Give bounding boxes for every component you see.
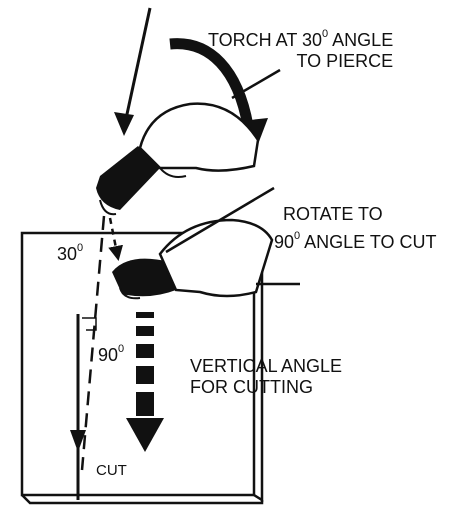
vertical-angle-label: VERTICAL ANGLE FOR CUTTING: [190, 356, 343, 397]
rotate-to-90-label: ROTATE TO: [283, 204, 383, 224]
approach-arrow: [114, 7, 152, 136]
cut-label: CUT: [96, 462, 127, 479]
cut-line: [70, 314, 86, 500]
vertical-cutting-arrow-icon: [126, 312, 164, 452]
rotate-to-90-label-line2: 900 ANGLE TO CUT: [274, 230, 437, 252]
guide-lines: [80, 215, 124, 471]
torch-30-degree: [96, 68, 281, 216]
angle-90-label: 900: [98, 343, 125, 365]
torch-90-degree: [112, 186, 300, 300]
angle-30-label: 300: [57, 242, 84, 264]
torch-30-angle-label: TORCH AT 300 ANGLE TO PIERCE: [208, 28, 394, 71]
